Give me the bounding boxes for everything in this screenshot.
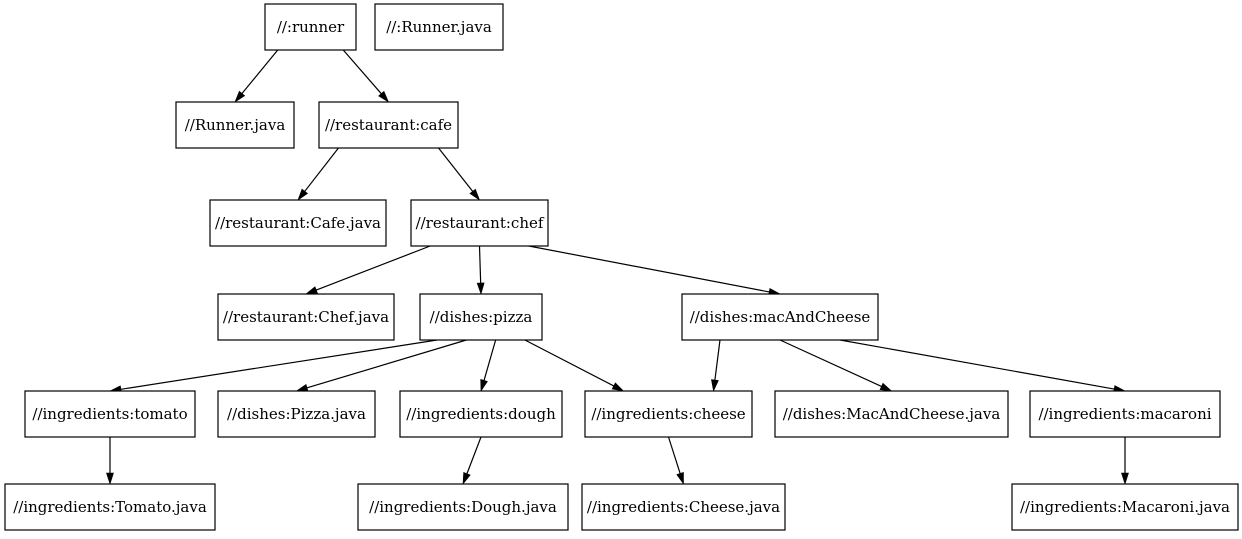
- edge-layer: [106, 49, 1129, 485]
- graph-edge: [304, 147, 339, 192]
- graph-node[interactable]: //ingredients:Tomato.java: [4, 483, 216, 531]
- node-label: //Runner.java: [185, 116, 286, 134]
- node-label: //restaurant:Cafe.java: [215, 214, 381, 232]
- node-box: [175, 101, 295, 149]
- arrowhead-icon: [297, 188, 309, 201]
- graph-node[interactable]: //dishes:Pizza.java: [217, 390, 376, 438]
- graph-node[interactable]: //ingredients:cheese: [584, 390, 753, 438]
- graph-node[interactable]: //restaurant:cafe: [318, 101, 459, 149]
- graph-edge: [478, 245, 482, 284]
- node-box: [318, 101, 459, 149]
- node-box: [4, 483, 216, 531]
- graph-node[interactable]: //Runner.java: [175, 101, 295, 149]
- node-label: //restaurant:cafe: [325, 116, 452, 134]
- graph-edge: [524, 339, 615, 387]
- graph-node[interactable]: //dishes:pizza: [419, 293, 543, 341]
- graph-node[interactable]: //restaurant:chef: [410, 199, 549, 247]
- graph-edge: [466, 436, 482, 474]
- graph-node[interactable]: //:Runner.java: [374, 3, 504, 51]
- graph-node[interactable]: //ingredients:Cheese.java: [581, 483, 786, 531]
- node-box: [581, 483, 786, 531]
- node-label: //ingredients:Macaroni.java: [1020, 498, 1230, 516]
- node-label: //dishes:MacAndCheese.java: [783, 405, 1001, 423]
- node-box: [209, 199, 387, 247]
- graph-node[interactable]: //dishes:MacAndCheese.java: [774, 390, 1009, 438]
- node-label: //restaurant:chef: [416, 214, 545, 232]
- graph-edge: [241, 49, 279, 94]
- arrowhead-icon: [106, 472, 114, 485]
- arrowhead-icon: [305, 286, 318, 295]
- arrowhead-icon: [611, 382, 625, 392]
- graph-node[interactable]: //:runner: [264, 3, 357, 51]
- node-box: [584, 390, 753, 438]
- node-box: [357, 483, 569, 531]
- graph-node[interactable]: //ingredients:dough: [399, 390, 563, 438]
- graph-edge: [667, 436, 681, 474]
- node-box: [374, 3, 504, 51]
- graph-node[interactable]: //restaurant:Cafe.java: [209, 199, 387, 247]
- arrowhead-icon: [234, 90, 246, 103]
- node-label: //ingredients:Cheese.java: [587, 498, 780, 516]
- node-label: //dishes:pizza: [430, 308, 533, 326]
- graph-edge: [120, 339, 438, 390]
- arrowhead-icon: [480, 379, 488, 392]
- node-box: [410, 199, 549, 247]
- node-box: [24, 390, 196, 438]
- node-label: //ingredients:macaroni: [1038, 405, 1211, 423]
- node-box: [419, 293, 543, 341]
- node-label: //:Runner.java: [386, 18, 492, 36]
- graph-node[interactable]: //ingredients:tomato: [24, 390, 196, 438]
- arrowhead-icon: [879, 382, 893, 392]
- graph-node[interactable]: //dishes:macAndCheese: [681, 293, 879, 341]
- node-label: //restaurant:Chef.java: [223, 308, 389, 326]
- node-box: [217, 390, 376, 438]
- graph-node[interactable]: //ingredients:Dough.java: [357, 483, 569, 531]
- node-label: //ingredients:Tomato.java: [13, 498, 207, 516]
- graph-node[interactable]: //ingredients:Macaroni.java: [1011, 483, 1239, 531]
- node-label: //ingredients:tomato: [32, 405, 187, 423]
- arrowhead-icon: [462, 472, 471, 485]
- node-box: [1011, 483, 1239, 531]
- graph-edge: [342, 49, 382, 95]
- node-label: //ingredients:Dough.java: [369, 498, 557, 516]
- graph-edge: [306, 339, 467, 389]
- node-box: [774, 390, 1009, 438]
- node-label: //ingredients:cheese: [591, 405, 745, 423]
- node-label: //:runner: [277, 18, 345, 36]
- graph-node[interactable]: //ingredients:macaroni: [1029, 390, 1221, 438]
- arrowhead-icon: [711, 379, 719, 392]
- arrowhead-icon: [378, 90, 390, 103]
- node-layer: //:runner //:Runner.java //Runner.java //re…: [4, 3, 1239, 531]
- node-label: //dishes:macAndCheese: [690, 308, 871, 326]
- node-box: [1029, 390, 1221, 438]
- graph-edge: [483, 339, 497, 381]
- node-label: //dishes:Pizza.java: [227, 405, 366, 423]
- graph-edge: [438, 147, 474, 192]
- graph-edge: [316, 245, 431, 291]
- node-label: //ingredients:dough: [406, 405, 556, 423]
- arrowhead-icon: [676, 472, 684, 485]
- arrowhead-icon: [469, 188, 481, 201]
- arrowhead-icon: [295, 384, 309, 392]
- node-box: [217, 293, 395, 341]
- arrowhead-icon: [476, 282, 485, 295]
- node-box: [399, 390, 563, 438]
- graph-edge: [779, 339, 882, 387]
- graph-edge: [714, 339, 721, 381]
- node-box: [264, 3, 357, 51]
- arrowhead-icon: [1121, 472, 1129, 485]
- node-box: [681, 293, 879, 341]
- graph-edge: [528, 245, 770, 293]
- graph-edge: [839, 339, 1115, 390]
- graph-node[interactable]: //restaurant:Chef.java: [217, 293, 395, 341]
